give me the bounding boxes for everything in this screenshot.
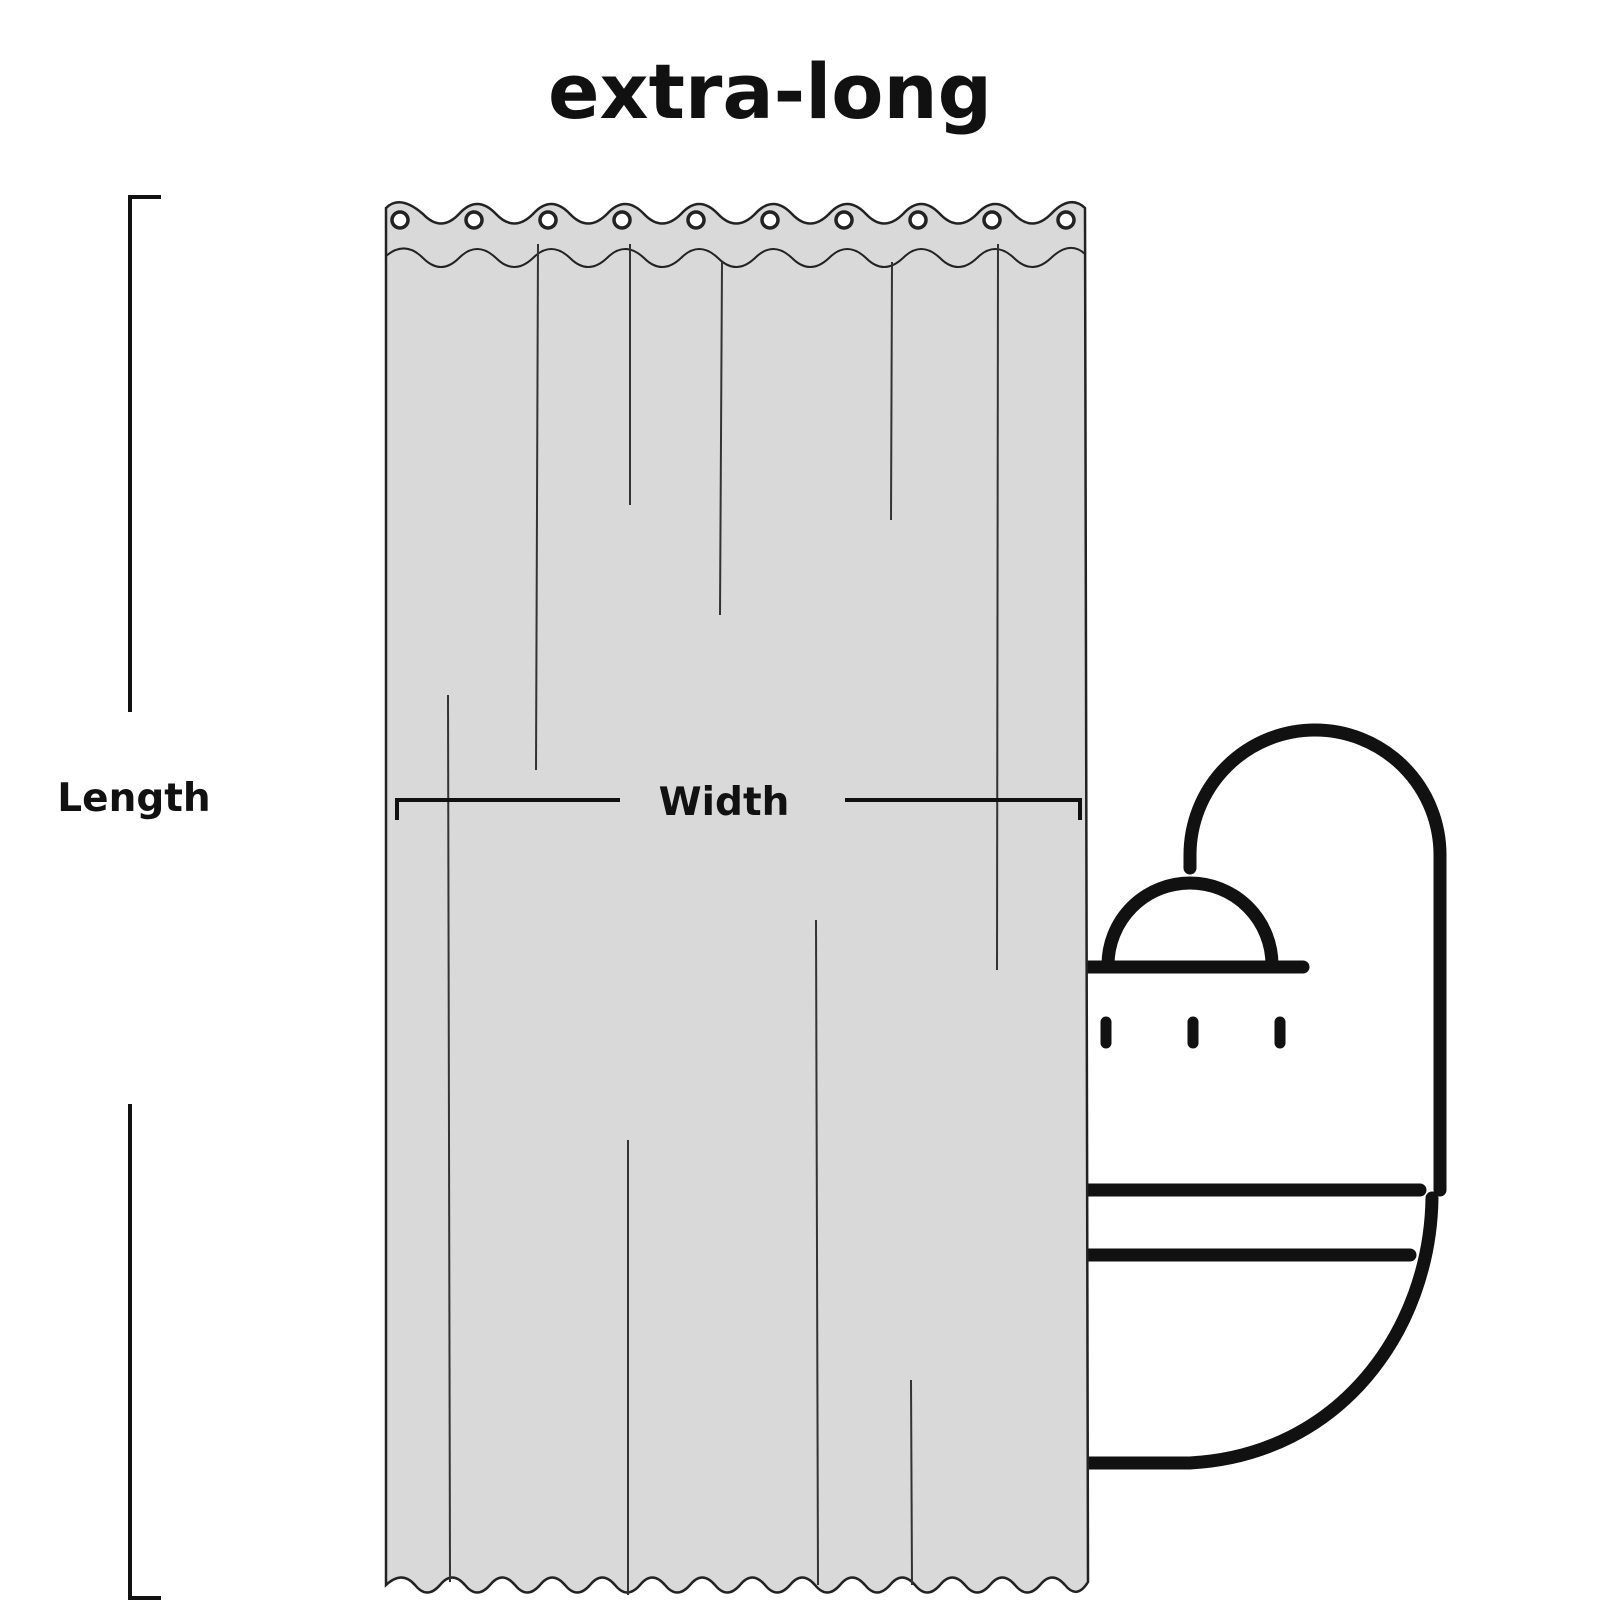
fold-line — [910, 1379, 913, 1586]
length-label: Length — [57, 776, 210, 821]
length-bracket-top — [128, 195, 161, 712]
diagram-title: extra-long — [548, 47, 992, 136]
width-bracket-left — [395, 798, 620, 820]
fold-line — [815, 919, 819, 1586]
grommet — [612, 210, 632, 230]
width-label: Width — [659, 780, 790, 825]
length-dimension — [128, 195, 161, 1600]
grommet — [686, 210, 706, 230]
width-dimension — [395, 798, 1082, 820]
grommet — [834, 210, 854, 230]
grommets — [390, 210, 1076, 230]
grommet — [390, 210, 410, 230]
fold-line — [996, 243, 999, 971]
grommet — [538, 210, 558, 230]
curtain-panel — [384, 201, 1090, 1594]
grommet — [464, 210, 484, 230]
grommet — [908, 210, 928, 230]
grommet — [760, 210, 780, 230]
fold-line — [447, 694, 451, 1583]
curtain-header-wave — [385, 247, 1086, 268]
shower-curtain — [384, 201, 1090, 1595]
shower-pipe — [1183, 723, 1447, 1197]
shower-head — [1101, 876, 1279, 972]
fold-line — [535, 243, 539, 771]
width-bracket-right — [845, 798, 1082, 820]
fold-line — [890, 261, 893, 521]
curtain-folds — [447, 243, 999, 1595]
shower-bathtub-icon — [1078, 723, 1447, 1470]
bathtub-body — [1078, 1191, 1439, 1470]
fold-line — [719, 261, 723, 616]
length-bracket-bottom — [128, 1104, 161, 1600]
grommet — [982, 210, 1002, 230]
grommet — [1056, 210, 1076, 230]
